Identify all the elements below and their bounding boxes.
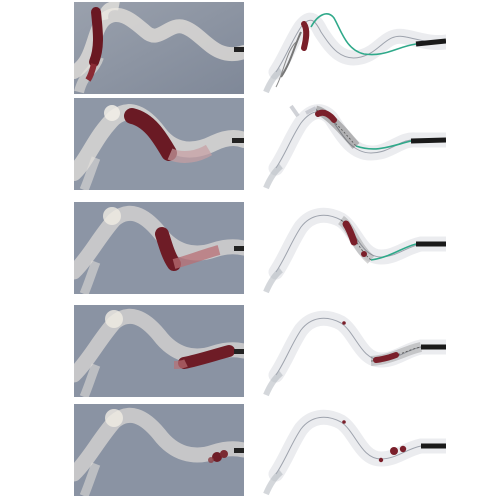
simulation-render-5 <box>246 404 446 496</box>
simulation-render-2 <box>246 98 446 190</box>
simulation-render-1 <box>246 2 446 94</box>
simulation-render-4 <box>246 305 446 397</box>
bench-model-photo-2 <box>74 98 244 190</box>
panel-row-2 <box>74 98 446 190</box>
bench-model-photo-5 <box>74 404 244 496</box>
panel-row-3 <box>74 202 446 294</box>
panel-row-4 <box>74 305 446 397</box>
panel-row-1 <box>74 2 446 94</box>
bench-model-photo-1 <box>74 2 244 94</box>
simulation-render-3 <box>246 202 446 294</box>
bench-model-photo-3 <box>74 202 244 294</box>
bench-model-photo-4 <box>74 305 244 397</box>
panel-row-5 <box>74 404 446 496</box>
